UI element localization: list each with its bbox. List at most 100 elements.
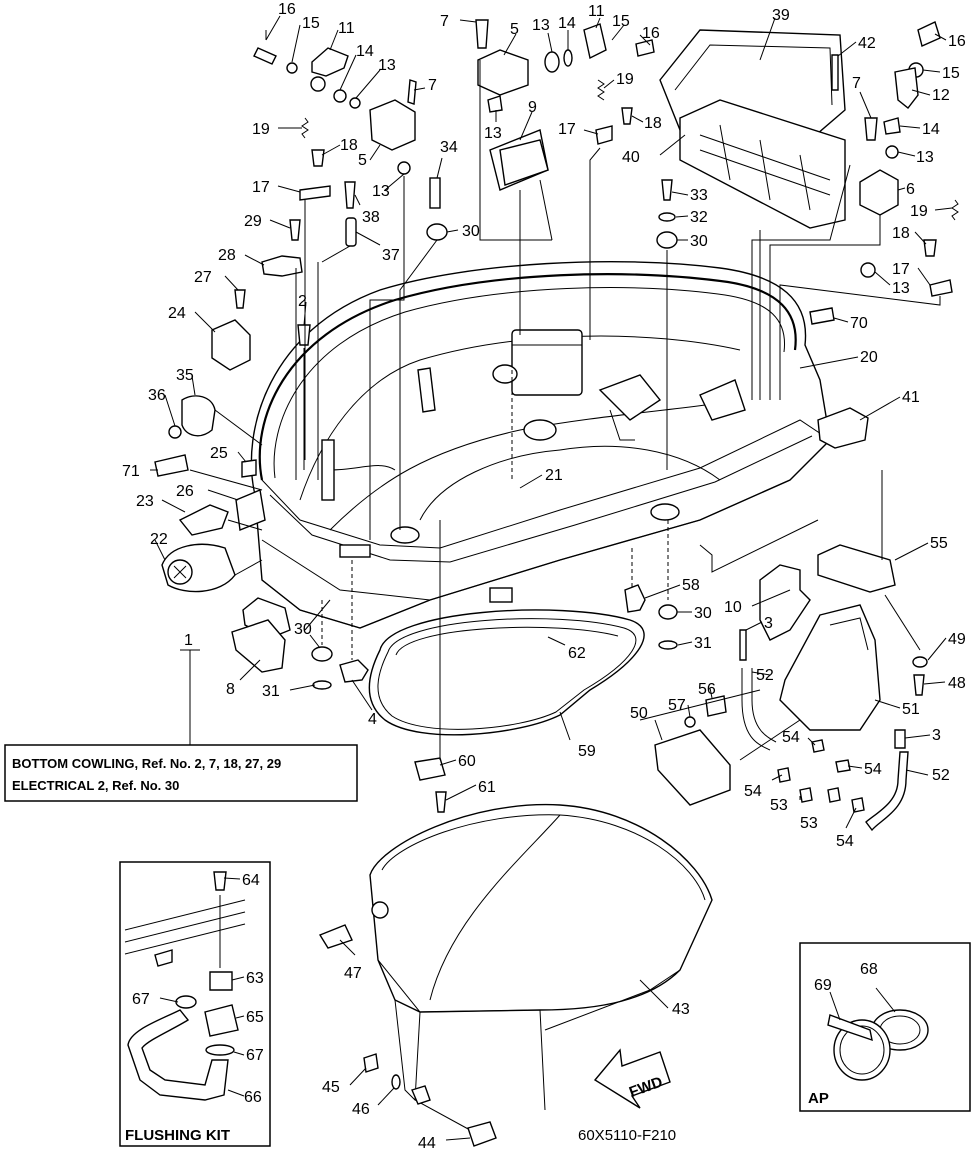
left-hinge-hardware bbox=[211, 30, 448, 540]
callout-label: 7 bbox=[440, 13, 449, 30]
callout-label: 13 bbox=[484, 125, 502, 142]
fwd-arrow: FWD bbox=[593, 1048, 671, 1109]
callout-label: 53 bbox=[770, 797, 788, 814]
callout-label: 13 bbox=[916, 149, 934, 166]
callout-label: 15 bbox=[302, 15, 320, 32]
callout-label: 3 bbox=[764, 615, 773, 632]
flushing-kit-title: FLUSHING KIT bbox=[125, 1127, 230, 1144]
callout-label: 21 bbox=[545, 467, 563, 484]
callout-label: 37 bbox=[382, 247, 400, 264]
callout-label: 53 bbox=[800, 815, 818, 832]
callout-label: 31 bbox=[262, 683, 280, 700]
callout-label: 16 bbox=[642, 25, 660, 42]
left-side-parts bbox=[154, 395, 266, 593]
callout-label: 66 bbox=[244, 1089, 262, 1106]
callout-label: 41 bbox=[902, 389, 920, 406]
callout-label: 44 bbox=[418, 1135, 436, 1151]
callout-label: 22 bbox=[150, 531, 168, 548]
callout-label: 13 bbox=[378, 57, 396, 74]
callout-label: 38 bbox=[362, 209, 380, 226]
lower-parts bbox=[231, 370, 761, 813]
callout-label: 49 bbox=[948, 631, 966, 648]
callout-label: 34 bbox=[440, 139, 458, 156]
callout-label: 61 bbox=[478, 779, 496, 796]
callout-label: 18 bbox=[644, 115, 662, 132]
callout-label: 59 bbox=[578, 743, 596, 760]
callout-label: 28 bbox=[218, 247, 236, 264]
callout-label: 20 bbox=[860, 349, 878, 366]
callout-label: 11 bbox=[588, 3, 605, 20]
callout-label: 69 bbox=[814, 977, 832, 994]
callout-label: 56 bbox=[698, 681, 716, 698]
callout-label: 7 bbox=[852, 75, 861, 92]
callout-label: 5 bbox=[358, 152, 367, 169]
callout-label: 25 bbox=[210, 445, 228, 462]
drawing-code: 60X5110-F210 bbox=[578, 1127, 676, 1144]
leader-lines bbox=[150, 15, 953, 1141]
callout-label: 39 bbox=[772, 7, 790, 24]
callout-label: 7 bbox=[428, 77, 437, 94]
callout-label: 1 bbox=[184, 632, 193, 649]
callout-label: 23 bbox=[136, 493, 154, 510]
callout-label: 9 bbox=[528, 99, 537, 116]
callout-label: 26 bbox=[176, 483, 194, 500]
callout-label: 68 bbox=[860, 961, 878, 978]
callout-label: 43 bbox=[672, 1001, 690, 1018]
callout-label: 13 bbox=[372, 183, 390, 200]
right-cover-hardware bbox=[656, 21, 959, 470]
callout-label: 35 bbox=[176, 367, 194, 384]
callout-label: 55 bbox=[930, 535, 948, 552]
callout-label: 40 bbox=[622, 149, 640, 166]
callout-label: 62 bbox=[568, 645, 586, 662]
callout-label: 67 bbox=[246, 1047, 264, 1064]
callout-label: 16 bbox=[278, 1, 296, 18]
callout-label: 14 bbox=[558, 15, 576, 32]
callout-label: 19 bbox=[616, 71, 634, 88]
callout-label: 29 bbox=[244, 213, 262, 230]
right-side-parts bbox=[654, 407, 928, 832]
callout-label: 5 bbox=[510, 21, 519, 38]
note-line-1: BOTTOM COWLING, Ref. No. 2, 7, 18, 27, 2… bbox=[12, 756, 281, 771]
callout-label: 54 bbox=[864, 761, 882, 778]
callout-label: 19 bbox=[910, 203, 928, 220]
callout-label: 52 bbox=[756, 667, 774, 684]
callout-label: 65 bbox=[246, 1009, 264, 1026]
callout-label: 46 bbox=[352, 1101, 370, 1118]
callout-label: 60 bbox=[458, 753, 476, 770]
callout-label: 32 bbox=[690, 209, 708, 226]
callout-label: 4 bbox=[368, 711, 377, 728]
callout-label: 48 bbox=[948, 675, 966, 692]
callout-label: 54 bbox=[836, 833, 854, 850]
callout-label: 30 bbox=[462, 223, 480, 240]
callout-label: 14 bbox=[922, 121, 940, 138]
callout-label: 15 bbox=[942, 65, 960, 82]
callout-label: 11 bbox=[338, 20, 355, 37]
callout-label: 47 bbox=[344, 965, 362, 982]
callout-label: 3 bbox=[932, 727, 941, 744]
callout-label: 15 bbox=[612, 13, 630, 30]
flushing-kit-box: FLUSHING KIT bbox=[119, 861, 271, 1147]
apron-drawing bbox=[318, 803, 713, 1147]
callout-label: 17 bbox=[558, 121, 576, 138]
callout-label: 13 bbox=[892, 280, 910, 297]
callout-label: 18 bbox=[892, 225, 910, 242]
callout-label: 67 bbox=[132, 991, 150, 1008]
callout-label: 45 bbox=[322, 1079, 340, 1096]
callout-label: 30 bbox=[694, 605, 712, 622]
callout-label: 54 bbox=[782, 729, 800, 746]
callout-label: 27 bbox=[194, 269, 212, 286]
callout-label: 58 bbox=[682, 577, 700, 594]
ap-box: AP bbox=[799, 942, 971, 1112]
callout-label: 64 bbox=[242, 872, 260, 889]
callout-label: 33 bbox=[690, 187, 708, 204]
callout-label: 71 bbox=[122, 463, 140, 480]
bottom-cowling-drawing bbox=[250, 260, 831, 629]
callout-label: 57 bbox=[668, 697, 686, 714]
callout-label: 30 bbox=[294, 621, 312, 638]
callout-label: 8 bbox=[226, 681, 235, 698]
callout-labels: 16 15 11 14 13 7 19 18 5 13 17 38 29 37 … bbox=[122, 1, 966, 1151]
callout-label: 13 bbox=[532, 17, 550, 34]
callout-label: 70 bbox=[850, 315, 868, 332]
callout-label: 30 bbox=[690, 233, 708, 250]
